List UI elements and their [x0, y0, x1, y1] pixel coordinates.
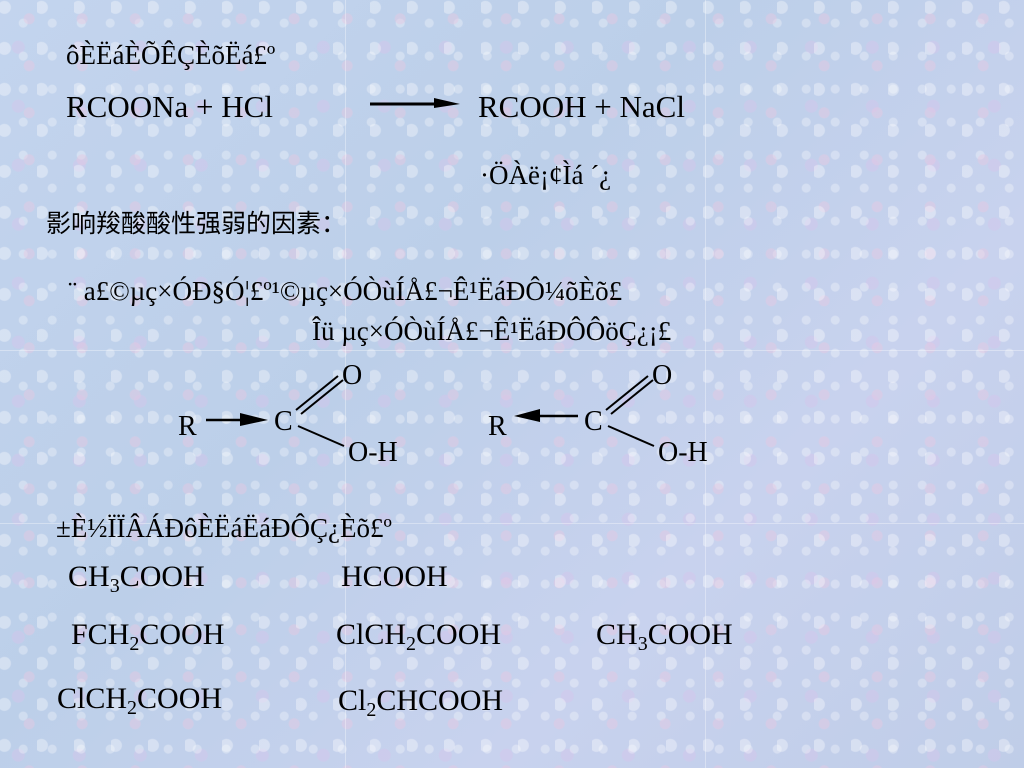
struct-c-label: C: [274, 406, 293, 437]
structure-electron-donating: R C O O-H: [178, 360, 398, 468]
factor-electron-withdrawing: Îü µç×ÓÒùÍÅ£¬Ê¹ËáÐÔÔöÇ¿¡£: [312, 316, 672, 346]
formula-chloroacetic-acid: ClCH2COOH: [336, 618, 502, 655]
struct-r-label: R: [488, 411, 507, 442]
formula-acetic-acid: CH3COOH: [596, 618, 733, 655]
equation-caption: ·ÖÀë¡¢Ìá ´¿: [480, 160, 612, 190]
heading-preparation: ôÈËáÈÕÊÇÈõËá£º: [66, 40, 276, 70]
factors-title: 影响羧酸酸性强弱的因素：: [46, 209, 347, 238]
formula-chloroacetic-acid: ClCH2COOH: [57, 682, 223, 719]
grid-line: [0, 523, 1024, 524]
grid-line: [345, 0, 346, 768]
formula-formic-acid: HCOOH: [341, 560, 448, 593]
formula-acetic-acid: CH3COOH: [68, 560, 205, 597]
compare-title: ±È½ÏÏÂÁÐôÈËáËáÐÔÇ¿Èõ£º: [56, 513, 392, 543]
structure-electron-withdrawing: R C O O-H: [488, 360, 708, 468]
struct-r-label: R: [178, 411, 197, 442]
formula-dichloroacetic-acid: Cl2CHCOOH: [338, 684, 504, 721]
struct-c-label: C: [584, 406, 603, 437]
factor-electron-donating: ¨ a£©µç×ÓÐ§Ó¦£º¹©µç×ÓÒùÍÅ£¬Ê¹ËáÐÔ¼õÈõ£: [68, 276, 623, 306]
grid-line: [0, 350, 1024, 351]
formula-fluoroacetic-acid: FCH2COOH: [71, 618, 225, 655]
struct-o-label: O: [342, 360, 362, 391]
grid-line: [705, 0, 706, 768]
reaction-arrow: [370, 98, 460, 108]
struct-oh-label: O-H: [658, 437, 708, 468]
equation-reactants: RCOONa + HCl: [66, 89, 273, 124]
equation-products: RCOOH + NaCl: [478, 89, 685, 124]
struct-o-label: O: [652, 360, 672, 391]
struct-oh-label: O-H: [348, 437, 398, 468]
